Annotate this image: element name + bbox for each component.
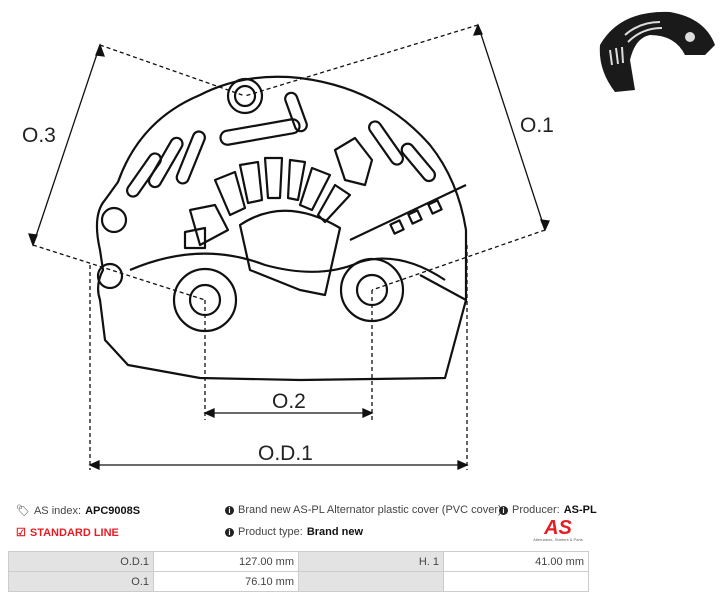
info-icon: i [225, 527, 234, 537]
cover-outline [95, 75, 468, 382]
table-row: O.1 76.10 mm [8, 571, 589, 592]
producer: i Producer: AS-PL [499, 504, 597, 516]
as-pl-logo: AS Alternators, Starters & Parts [533, 517, 583, 542]
as-index: 🏷︎ AS index: APC9008S [16, 504, 141, 518]
product-photo [599, 11, 715, 92]
vent-slots [126, 91, 443, 250]
dim-label-o2: O.2 [272, 390, 306, 413]
technical-drawing: O.3 O.1 O.2 O.D.1 [22, 23, 554, 471]
center-window [238, 209, 342, 297]
bolt-hole-top-outer [226, 77, 264, 115]
as-index-value: APC9008S [85, 504, 141, 517]
tag-icon: 🏷︎ [16, 505, 30, 517]
dim-label-od1: O.D.1 [258, 442, 313, 465]
dim-label-o1: O.1 [520, 114, 554, 137]
small-hole-1 [100, 206, 128, 234]
specs-table: O.D.1 127.00 mm H. 1 41.00 mm O.1 76.10 … [8, 551, 589, 592]
info-icon: i [225, 505, 234, 515]
info-icon: i [499, 505, 508, 515]
description: i Brand new AS-PL Alternator plastic cov… [225, 504, 502, 516]
standard-line-badge: ☑ STANDARD LINE [16, 526, 119, 540]
small-hole-2 [96, 262, 124, 290]
table-row: O.D.1 127.00 mm H. 1 41.00 mm [8, 551, 589, 572]
checkbox-icon: ☑ [16, 527, 26, 539]
product-type: i Product type: Brand new [225, 526, 363, 538]
dim-label-o3: O.3 [22, 124, 56, 147]
